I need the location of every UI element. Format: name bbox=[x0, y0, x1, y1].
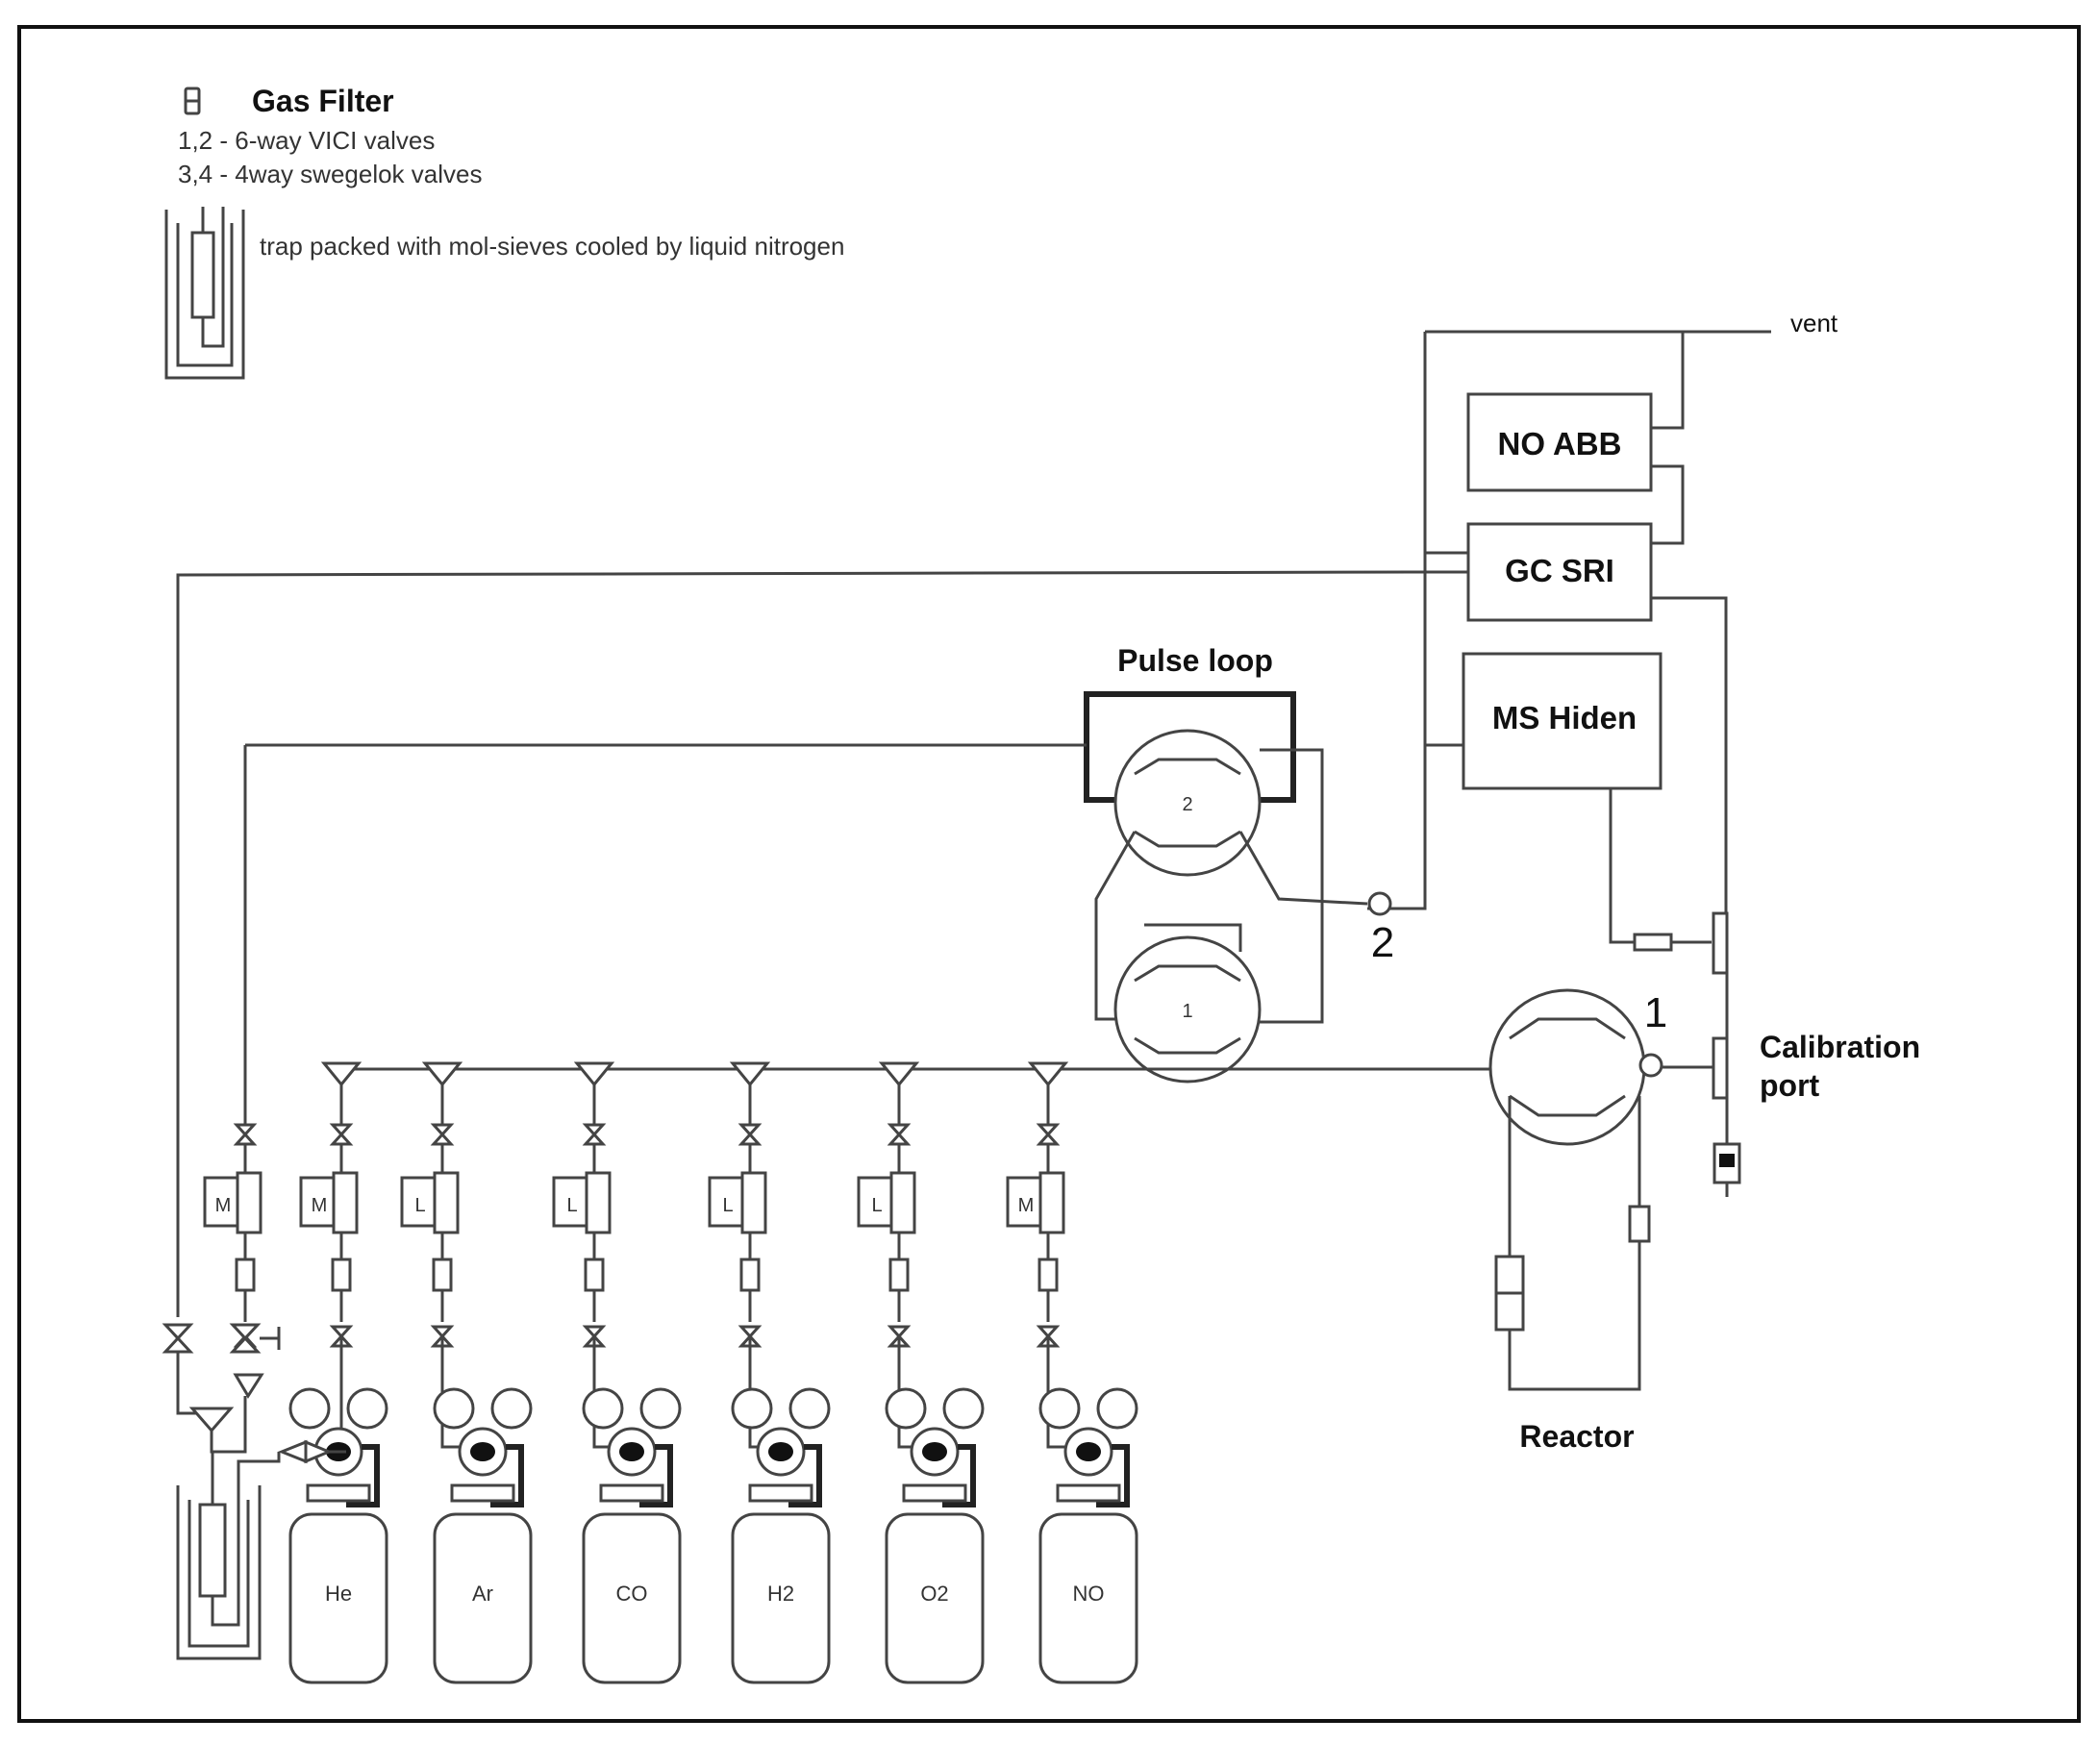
legend-filter-label: Gas Filter bbox=[252, 84, 394, 118]
controller-type-label: L bbox=[414, 1195, 425, 1216]
mfc-columns: M M He L Ar L CO L H2 L O2 M NO bbox=[203, 745, 1138, 1684]
legend-trap-label: trap packed with mol-sieves cooled by li… bbox=[260, 232, 844, 261]
mass-flow-controller: L bbox=[400, 1171, 460, 1234]
valve-2-label: 2 bbox=[1182, 794, 1192, 815]
mfc-column: M bbox=[299, 1061, 362, 1322]
mass-flow-controller: L bbox=[552, 1171, 612, 1234]
gas-cylinder: He bbox=[288, 1338, 388, 1684]
valve-linkage-left bbox=[1094, 831, 1137, 1021]
left-vent-valve bbox=[162, 1323, 207, 1415]
calibration-port: Calibration port bbox=[1633, 911, 1920, 1197]
controller-type-label: L bbox=[566, 1195, 577, 1216]
mass-flow-controller: M bbox=[203, 1171, 262, 1234]
mfc-column: L bbox=[552, 1061, 615, 1322]
shutoff-valve bbox=[738, 1123, 762, 1146]
mfc-column: L bbox=[708, 1061, 771, 1322]
inline-filter bbox=[584, 1258, 605, 1292]
cylinder-gas-label: H2 bbox=[767, 1582, 794, 1606]
six-way-valve-2: 2 bbox=[1113, 729, 1262, 877]
no-abb-label: NO ABB bbox=[1498, 426, 1622, 461]
diagram-frame bbox=[17, 25, 2081, 1723]
inline-filter bbox=[432, 1258, 453, 1292]
no-abb-analyzer: NO ABB bbox=[1466, 392, 1653, 492]
mass-flow-controller: L bbox=[708, 1171, 767, 1234]
gc-sri-analyzer: GC SRI bbox=[1466, 522, 1653, 622]
gas-cylinder: NO bbox=[1038, 1338, 1138, 1684]
mass-flow-controller: L bbox=[857, 1171, 916, 1234]
valve-1-label: 1 bbox=[1182, 1001, 1192, 1022]
gas-cylinder: O2 bbox=[885, 1338, 985, 1684]
filter-funnel bbox=[1027, 1061, 1069, 1087]
shutoff-valve bbox=[233, 1123, 258, 1146]
gas-cylinder: H2 bbox=[731, 1338, 831, 1684]
valve-linkage-right bbox=[1260, 748, 1324, 1024]
hand-label-1: 1 bbox=[1644, 989, 1667, 1036]
inline-filter bbox=[331, 1258, 352, 1292]
vent-label: vent bbox=[1790, 309, 1838, 337]
mfc-column: M bbox=[203, 745, 262, 1322]
reactor-label: Reactor bbox=[1519, 1419, 1634, 1454]
inline-filter bbox=[739, 1258, 761, 1292]
ms-hiden-analyzer: MS Hiden bbox=[1462, 652, 1662, 790]
filter-funnel bbox=[421, 1061, 463, 1087]
shutoff-valve bbox=[1036, 1123, 1061, 1146]
swagelok-valve-1: 1 bbox=[1638, 989, 1667, 1078]
gas-cylinder: Ar bbox=[433, 1338, 533, 1684]
mfc-column: M bbox=[1006, 1061, 1069, 1322]
pulse-loop-label: Pulse loop bbox=[1117, 643, 1273, 678]
cylinder-gas-label: Ar bbox=[472, 1582, 493, 1606]
ms-hiden-label: MS Hiden bbox=[1492, 700, 1637, 735]
cylinder-gas-label: O2 bbox=[920, 1582, 948, 1606]
hand-label-2: 2 bbox=[1371, 919, 1394, 966]
reactor-valve bbox=[1488, 988, 1646, 1146]
trap-inlet-valve bbox=[229, 1323, 281, 1399]
controller-type-label: M bbox=[215, 1195, 232, 1216]
cylinder-gas-label: He bbox=[325, 1582, 352, 1606]
six-way-valve-1: 1 bbox=[1113, 923, 1262, 1084]
ms-sample-line bbox=[1609, 788, 1635, 944]
inline-filter bbox=[1038, 1258, 1059, 1292]
inline-filter bbox=[235, 1258, 256, 1292]
mfc-column: L bbox=[400, 1061, 463, 1322]
cylinder-gas-label: NO bbox=[1073, 1582, 1105, 1606]
legend-vici-valves: 1,2 - 6-way VICI valves bbox=[178, 126, 435, 155]
mfc-column: L bbox=[857, 1061, 920, 1322]
legend: Gas Filter 1,2 - 6-way VICI valves 3,4 -… bbox=[164, 84, 844, 380]
gas-filter-legend-icon bbox=[184, 87, 201, 115]
reactor: Reactor bbox=[1494, 1096, 1651, 1454]
calibration-port-label-1: Calibration bbox=[1760, 1030, 1920, 1064]
cylinder-gas-label: CO bbox=[616, 1582, 648, 1606]
cold-trap bbox=[176, 1439, 346, 1660]
controller-type-label: L bbox=[871, 1195, 882, 1216]
gas-cylinder: CO bbox=[582, 1338, 682, 1684]
filter-funnel bbox=[729, 1061, 771, 1087]
calibration-port-label-2: port bbox=[1760, 1068, 1820, 1103]
mass-flow-controller: M bbox=[1006, 1171, 1065, 1234]
mass-flow-controller: M bbox=[299, 1171, 359, 1234]
legend-swagelok-valves: 3,4 - 4way swegelok valves bbox=[178, 160, 482, 188]
controller-type-label: L bbox=[722, 1195, 733, 1216]
filter-funnel bbox=[320, 1061, 362, 1087]
filter-tee bbox=[188, 1396, 247, 1454]
shutoff-valve bbox=[430, 1123, 455, 1146]
inline-filter bbox=[888, 1258, 910, 1292]
controller-type-label: M bbox=[312, 1195, 328, 1216]
gc-to-calibration-line bbox=[1651, 596, 1728, 913]
valve-2-outlet-line bbox=[1238, 831, 1368, 906]
cold-trap-legend-icon bbox=[164, 207, 245, 380]
shutoff-valve bbox=[582, 1123, 607, 1146]
gc-return-line bbox=[176, 570, 1468, 1317]
filter-funnel bbox=[878, 1061, 920, 1087]
controller-type-label: M bbox=[1018, 1195, 1035, 1216]
shutoff-valve bbox=[887, 1123, 912, 1146]
swagelok-valve-2: 2 bbox=[1367, 891, 1394, 966]
shutoff-valve bbox=[329, 1123, 354, 1146]
filter-funnel bbox=[573, 1061, 615, 1087]
gc-sri-label: GC SRI bbox=[1505, 553, 1614, 588]
